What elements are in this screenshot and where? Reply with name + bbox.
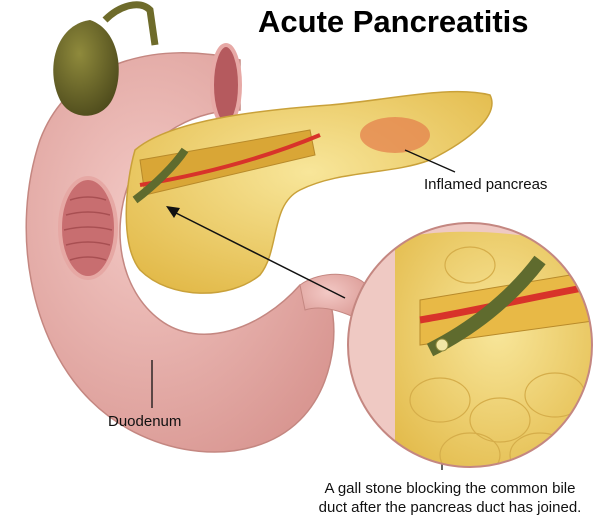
label-gall-stone-line2: duct after the pancreas duct has joined.: [318, 499, 582, 516]
label-gall-stone: A gall stone blocking the common bile du…: [292, 479, 608, 517]
page-title: Acute Pancreatitis: [258, 4, 529, 39]
label-inflamed-pancreas: Inflamed pancreas: [424, 176, 548, 193]
gallbladder: [53, 20, 119, 116]
bile-duct-top: [102, 1, 159, 46]
duodenum-inner-folds: [58, 176, 118, 280]
pointer-arrowhead: [166, 206, 180, 218]
pointer-magnifier: [169, 209, 346, 299]
magnifier-circle: [348, 223, 592, 467]
inflamed-area: [360, 117, 430, 153]
label-gall-stone-line1: A gall stone blocking the common bile: [324, 480, 576, 497]
gall-stone: [435, 338, 449, 352]
duodenum: [25, 52, 335, 453]
label-duodenum: Duodenum: [108, 413, 182, 430]
duodenum-opening-top: [210, 43, 242, 127]
pointer-inflamed: [404, 149, 456, 173]
common-bile-duct: [132, 147, 189, 204]
